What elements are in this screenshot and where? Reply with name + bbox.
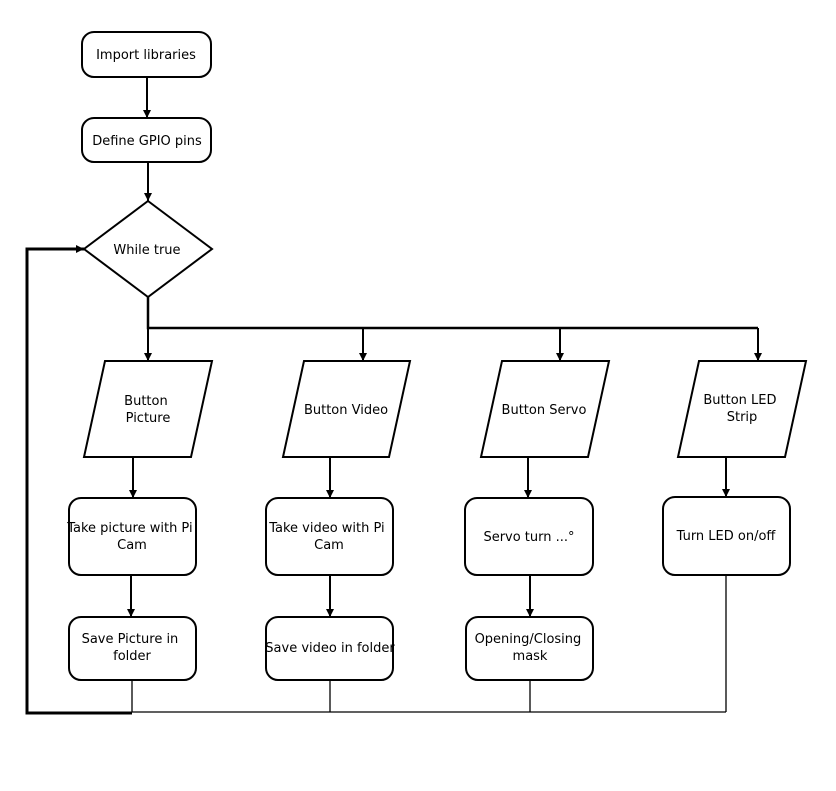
node-while-true [82, 199, 214, 299]
node-take-video [265, 497, 394, 576]
node-take-picture [68, 497, 197, 576]
label-define-gpio-pins: Define GPIO pins [92, 134, 202, 149]
label-button-video: Button Video [304, 403, 388, 418]
label-import-libraries: Import libraries [96, 48, 196, 63]
node-button-led-strip [676, 360, 808, 458]
node-turn-led [662, 496, 791, 576]
label-turn-led: Turn LED on/off [676, 529, 777, 544]
label-take-video: Take video with Pi Cam [268, 521, 389, 553]
label-take-picture: Take picture with Pi Cam [66, 521, 197, 553]
node-button-video [281, 360, 412, 458]
node-save-picture [68, 616, 197, 681]
edge-while-to-branch-bus [146, 297, 758, 330]
label-button-led-strip: Button LED Strip [703, 393, 780, 425]
node-button-servo [479, 360, 611, 458]
label-servo-turn: Servo turn ...° [483, 530, 574, 545]
label-opening-closing-mask: Opening/Closing mask [475, 632, 586, 664]
label-save-video: Save video in folder [265, 641, 395, 656]
node-define-gpio-pins [81, 117, 212, 163]
label-button-servo: Button Servo [502, 403, 587, 418]
node-opening-closing-mask [465, 616, 594, 681]
node-save-video [265, 616, 394, 681]
node-button-picture [82, 360, 214, 458]
label-button-picture: Button Picture [124, 394, 172, 426]
node-import-libraries [81, 31, 212, 78]
connectors [25, 77, 762, 715]
label-save-picture: Save Picture in folder [82, 632, 183, 664]
node-servo-turn [464, 497, 594, 576]
label-while-true: While true [113, 243, 180, 258]
edge-return-loop-to-while [25, 245, 132, 715]
